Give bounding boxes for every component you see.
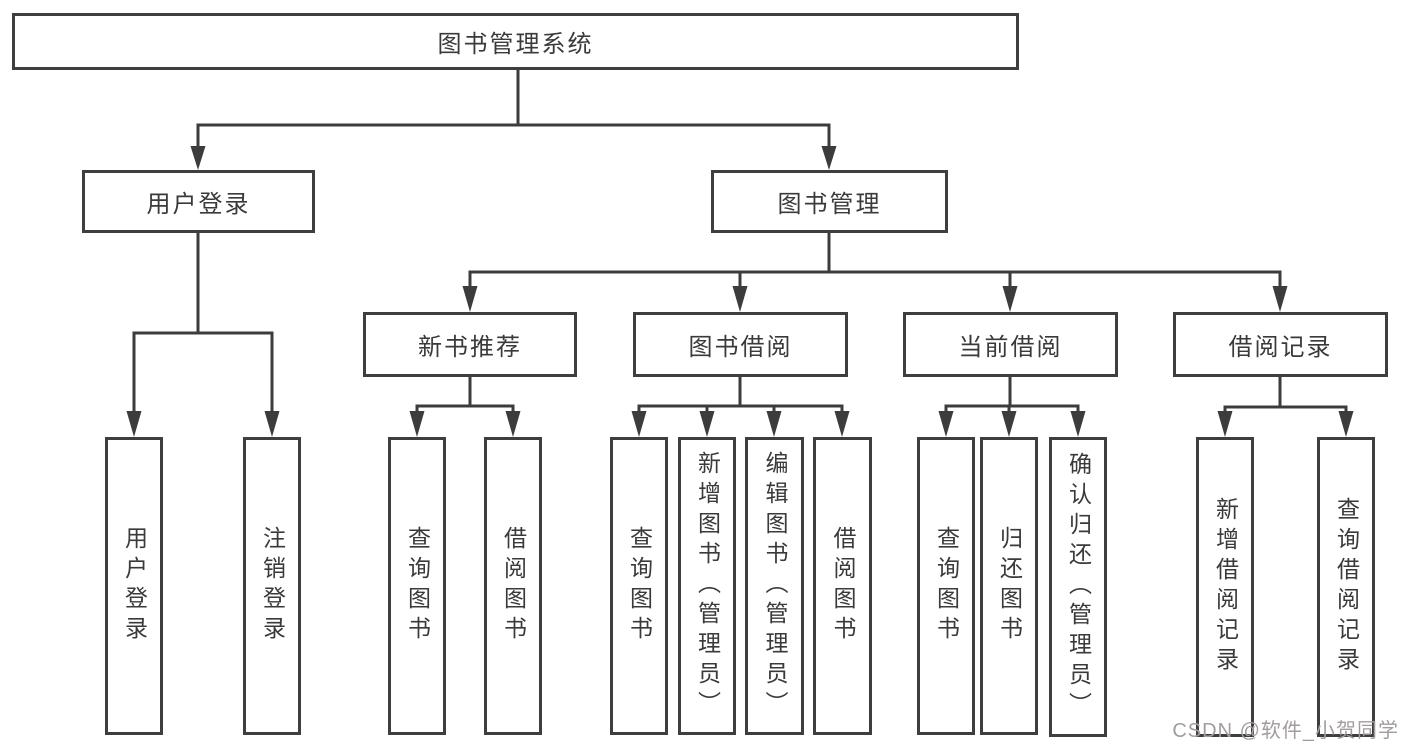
leaf-query-borrow-record: 查询借阅记录	[1317, 437, 1375, 737]
leaf-add-book-admin: 新增图书（管理员）	[678, 437, 736, 735]
leaf-add-borrow-record-label: 新增借阅记录	[1212, 497, 1239, 677]
leaf-logout-label: 注销登录	[259, 526, 286, 646]
leaf-borrow-books: 借阅图书	[813, 437, 872, 735]
leaf-borrow-books-recommend-label: 借阅图书	[500, 526, 527, 646]
node-new-book-recommend-label: 新书推荐	[418, 334, 522, 361]
leaf-query-books-current-label: 查询图书	[933, 526, 960, 646]
node-book-management-label: 图书管理	[777, 191, 882, 218]
leaf-confirm-return-admin-label: 确认归还（管理员）	[1065, 452, 1092, 722]
node-new-book-recommend: 新书推荐	[363, 312, 577, 377]
leaf-query-books-recommend: 查询图书	[388, 437, 446, 735]
leaf-edit-book-admin-label: 编辑图书（管理员）	[762, 451, 788, 721]
leaf-borrow-books-label: 借阅图书	[830, 526, 856, 646]
leaf-user-login-label: 用户登录	[121, 526, 148, 646]
leaf-return-book: 归还图书	[980, 437, 1038, 735]
node-borrow-records-label: 借阅记录	[1228, 334, 1333, 361]
csdn-watermark: CSDN @软件_小贺同学	[1172, 720, 1399, 742]
leaf-borrow-books-recommend: 借阅图书	[484, 437, 542, 735]
node-book-borrow: 图书借阅	[633, 312, 848, 377]
leaf-query-borrow-record-label: 查询借阅记录	[1333, 497, 1360, 677]
node-library-system: 图书管理系统	[12, 13, 1019, 70]
node-book-borrow-label: 图书借阅	[688, 334, 793, 361]
leaf-return-book-label: 归还图书	[996, 526, 1023, 646]
leaf-query-books-borrow: 查询图书	[610, 437, 668, 735]
leaf-edit-book-admin: 编辑图书（管理员）	[745, 437, 804, 735]
node-current-borrow-label: 当前借阅	[958, 334, 1063, 361]
node-book-management: 图书管理	[711, 170, 948, 233]
node-borrow-records: 借阅记录	[1173, 312, 1388, 377]
node-current-borrow: 当前借阅	[903, 312, 1118, 377]
node-user-login: 用户登录	[82, 170, 315, 233]
leaf-query-books-current: 查询图书	[917, 437, 975, 735]
leaf-add-borrow-record: 新增借阅记录	[1196, 437, 1254, 737]
leaf-logout: 注销登录	[243, 437, 301, 735]
leaf-add-book-admin-label: 新增图书（管理员）	[694, 451, 721, 721]
leaf-user-login: 用户登录	[105, 437, 163, 735]
leaf-query-books-recommend-label: 查询图书	[404, 526, 431, 646]
node-user-login-label: 用户登录	[146, 191, 251, 218]
leaf-query-books-borrow-label: 查询图书	[626, 526, 653, 646]
leaf-confirm-return-admin: 确认归还（管理员）	[1049, 437, 1107, 737]
node-library-system-label: 图书管理系统	[437, 31, 594, 58]
